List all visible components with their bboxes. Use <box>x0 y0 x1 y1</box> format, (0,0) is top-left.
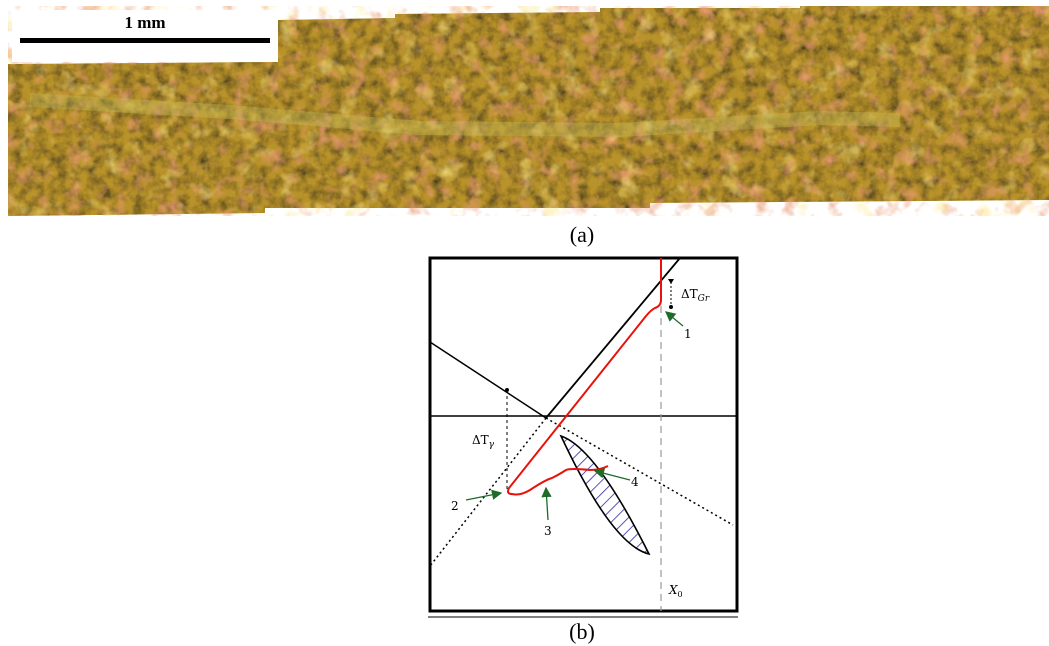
label-point-2: 2 <box>451 499 459 513</box>
micrograph-image <box>8 6 1049 216</box>
growth-path <box>507 258 662 496</box>
growth-schematic: ΔTGr ΔTγ X0 1 2 3 4 <box>428 256 739 618</box>
label-delta-t-gr: ΔTGr <box>681 287 710 304</box>
caption-b: (b) <box>569 619 595 644</box>
descending-line-solid <box>429 341 547 419</box>
descending-line-dotted <box>545 417 734 526</box>
arrow-3 <box>541 486 552 521</box>
arrow-2 <box>465 489 503 501</box>
liquidus-line-solid <box>545 257 681 419</box>
label-delta-t-gamma: ΔTγ <box>472 433 495 450</box>
delta-t-gr-arrow <box>668 279 674 284</box>
liquidus-line-dotted <box>429 417 547 567</box>
label-point-4: 4 <box>631 475 639 489</box>
delta-t-gamma-point-top <box>505 388 509 392</box>
delta-t-gr-point <box>669 305 673 309</box>
scale-bar <box>20 38 270 43</box>
plot-frame <box>428 256 739 613</box>
hatched-lens <box>559 434 651 556</box>
arrow-1 <box>664 311 684 327</box>
arrow-4 <box>593 468 631 481</box>
caption-a: (a) <box>569 222 595 247</box>
label-point-1: 1 <box>684 327 692 341</box>
label-point-3: 3 <box>544 524 552 538</box>
label-x0: X0 <box>668 583 683 599</box>
scale-bar-label: 1 mm <box>124 13 166 32</box>
scale-bar-box: 1 mm <box>12 10 278 62</box>
